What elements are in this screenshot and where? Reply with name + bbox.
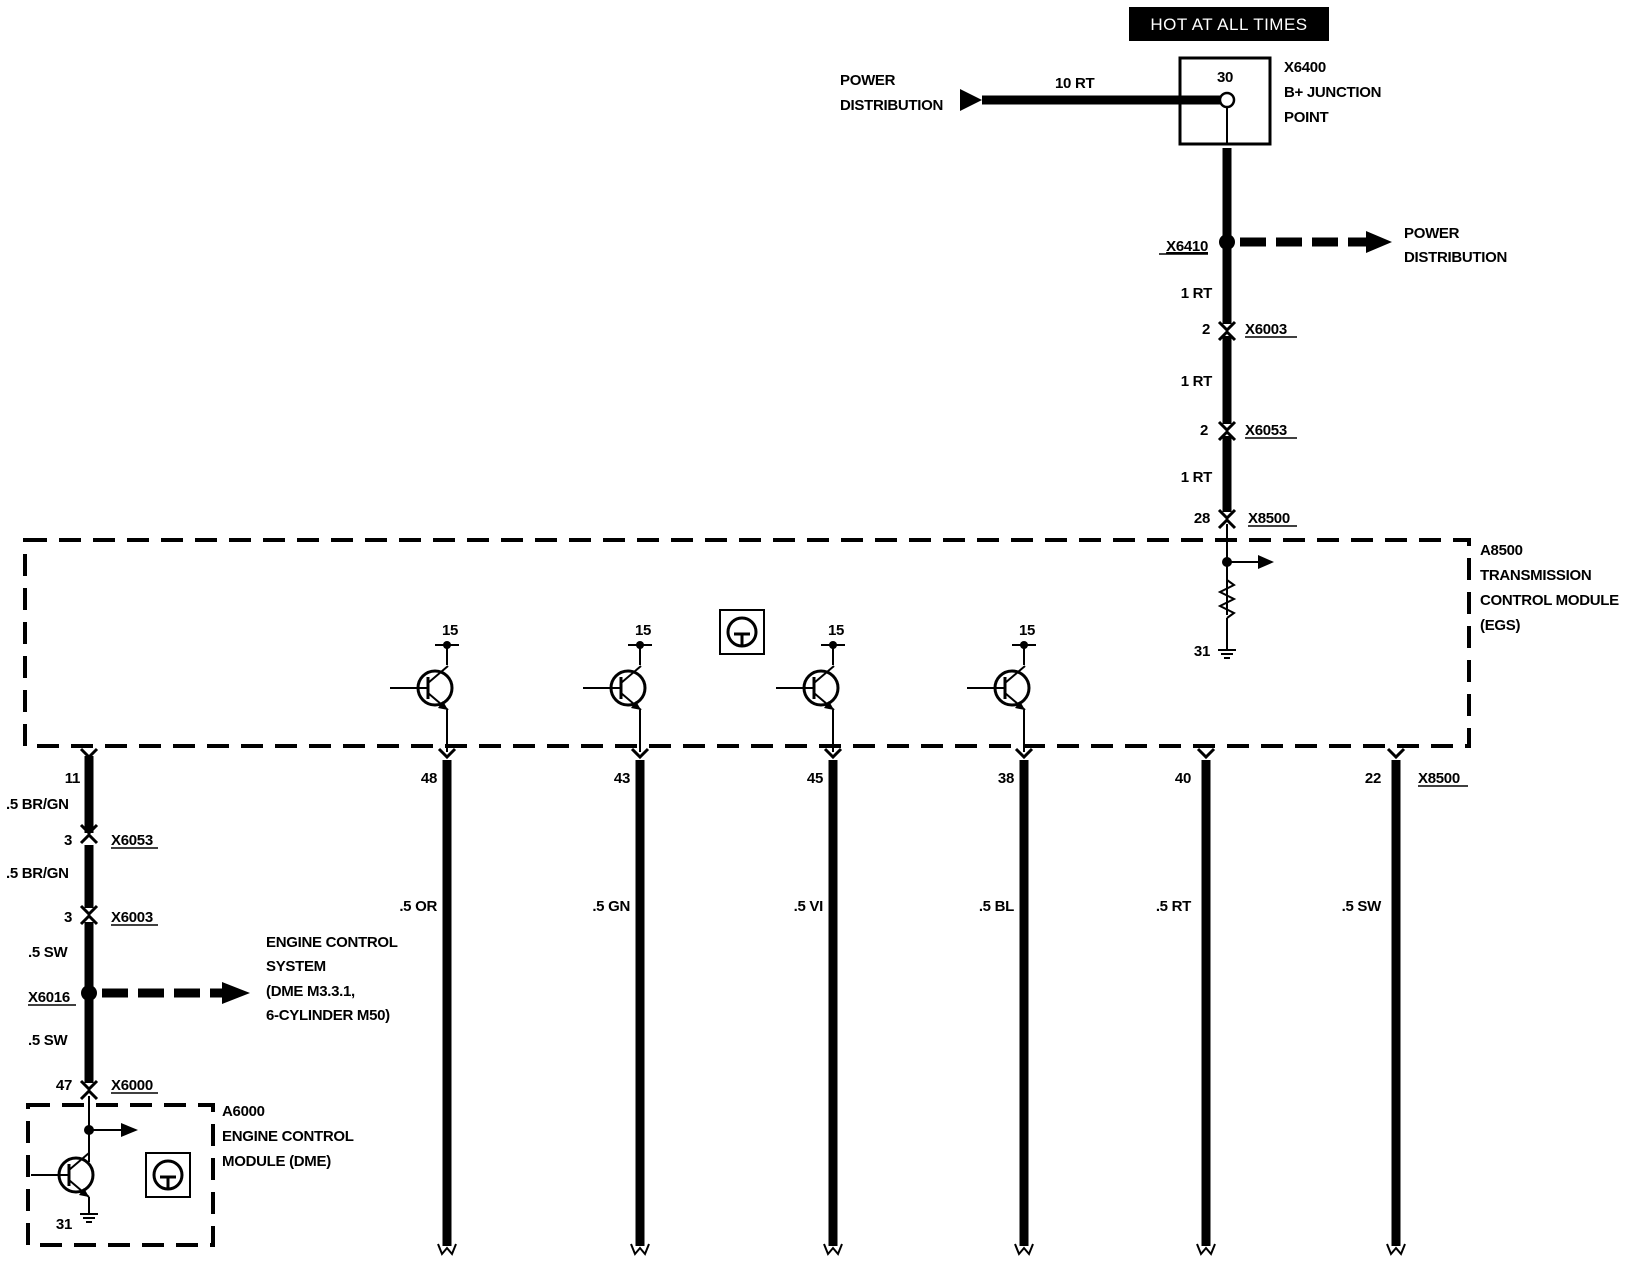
ecm-ground-pin: 31 — [56, 1216, 72, 1233]
tcm-transistor-icon — [965, 664, 1031, 712]
tcm-output-pin: 48 — [421, 770, 437, 787]
tcm-output-wire-label: .5 RT — [1156, 898, 1191, 915]
x6016-id: X6016 — [28, 989, 70, 1006]
wire-end-break — [630, 1243, 650, 1256]
ecm-module-box — [26, 1103, 215, 1247]
tcm-ground-icon — [1217, 649, 1237, 659]
left-x6003-pin: 3 — [64, 909, 72, 926]
left-x6053-pin: 3 — [64, 832, 72, 849]
x6400-terminal — [1218, 91, 1236, 109]
x6400-pin-30: 30 — [1217, 69, 1233, 86]
tcm-supply-15-label: 15 — [1019, 622, 1035, 639]
x8500-bottom-id: X8500 — [1418, 770, 1460, 787]
x6400-id: X6400 — [1284, 59, 1326, 76]
power-in-label-line2: DISTRIBUTION — [840, 97, 943, 114]
x8500-top-id: X8500 — [1248, 510, 1290, 527]
left-wire-sw-b: .5 SW — [28, 1032, 68, 1049]
wire-end-break — [1196, 1243, 1216, 1256]
tcm-output-pin: 38 — [998, 770, 1014, 787]
x6400-desc-line2: POINT — [1284, 109, 1328, 126]
tcm-ecu-icon — [718, 608, 766, 656]
ecm-input-arrow — [121, 1123, 138, 1137]
tcm-supply-15-label: 15 — [442, 622, 458, 639]
left-wire-brgn-b: .5 BR/GN — [6, 865, 69, 882]
tcm-input-arrow — [1258, 555, 1274, 569]
power-in-arrow — [960, 89, 982, 111]
wire-end-break — [823, 1243, 843, 1256]
tcm-output-connector — [437, 747, 457, 760]
tcm-resistor — [1217, 579, 1237, 619]
x6003-top-id: X6003 — [1245, 321, 1287, 338]
tcm-supply-15-label: 15 — [828, 622, 844, 639]
ecm-ecu-icon — [144, 1151, 192, 1199]
ecs-line4: 6-CYLINDER M50) — [266, 1007, 390, 1024]
x6016-splice — [81, 985, 97, 1001]
tcm-output-wire-label: .5 SW — [1342, 898, 1382, 915]
x6000-pin: 47 — [56, 1077, 72, 1094]
ecm-desc-line1: ENGINE CONTROL — [222, 1128, 354, 1145]
power-out-arrow — [1366, 231, 1392, 253]
x6000-id: X6000 — [111, 1077, 153, 1094]
wire-end-break — [1386, 1243, 1406, 1256]
x6410-splice — [1219, 234, 1235, 250]
tcm-output-wire-label: .5 GN — [592, 898, 630, 915]
tcm-id: A8500 — [1480, 542, 1523, 559]
x6400-desc-line1: B+ JUNCTION — [1284, 84, 1381, 101]
tcm-output-wire-label: .5 VI — [794, 898, 823, 915]
hot-at-all-times-label: HOT AT ALL TIMES — [1150, 15, 1307, 34]
wire-1rt-b-label: 1 RT — [1181, 373, 1212, 390]
tcm-output-connector — [630, 747, 650, 760]
tcm-output-pin: 45 — [807, 770, 823, 787]
tcm-output-pin: 43 — [614, 770, 630, 787]
wire-1rt-a-label: 1 RT — [1181, 285, 1212, 302]
ecs-line2: SYSTEM — [266, 958, 326, 975]
x6053-top-id: X6053 — [1245, 422, 1287, 439]
tcm-output-connector — [1014, 747, 1034, 760]
ecm-transistor-icon — [29, 1151, 95, 1199]
power-out-label-line2: DISTRIBUTION — [1404, 249, 1507, 266]
ecm-ground-icon — [79, 1213, 99, 1223]
tcm-supply-15-label: 15 — [635, 622, 651, 639]
x8500-top-pin: 28 — [1194, 510, 1210, 527]
tcm-desc-line2: CONTROL MODULE — [1480, 592, 1619, 609]
tcm-module-box — [23, 538, 1471, 748]
power-in-label-line1: POWER — [840, 72, 896, 89]
hot-at-all-times-banner — [1129, 7, 1329, 41]
left-wire-brgn-a: .5 BR/GN — [6, 796, 69, 813]
tcm-transistor-icon — [581, 664, 647, 712]
tcm-transistor-icon — [388, 664, 454, 712]
tcm-output-connector — [1386, 747, 1406, 760]
tcm-output-pin: 22 — [1365, 770, 1381, 787]
ecm-id: A6000 — [222, 1103, 265, 1120]
tcm-output-wire-label: .5 BL — [979, 898, 1014, 915]
ecs-line3: (DME M3.3.1, — [266, 983, 355, 1000]
tcm-output-connector — [1196, 747, 1216, 760]
wire-10rt-label: 10 RT — [1055, 75, 1094, 92]
tcm-transistor-icon — [774, 664, 840, 712]
x6053-top-pin: 2 — [1200, 422, 1208, 439]
tcm-output-connector — [823, 747, 843, 760]
tcm-output-wire-label: .5 OR — [399, 898, 437, 915]
tcm-desc-line3: (EGS) — [1480, 617, 1520, 634]
x6003-top-pin: 2 — [1202, 321, 1210, 338]
left-wire-sw-a: .5 SW — [28, 944, 68, 961]
left-x6053-id: X6053 — [111, 832, 153, 849]
tcm-ground-pin: 31 — [1194, 643, 1210, 660]
wire-end-break — [1014, 1243, 1034, 1256]
left-pin11: 11 — [65, 770, 80, 787]
tcm-desc-line1: TRANSMISSION — [1480, 567, 1591, 584]
ecs-arrow — [222, 982, 250, 1004]
ecm-desc-line2: MODULE (DME) — [222, 1153, 331, 1170]
ecs-line1: ENGINE CONTROL — [266, 934, 398, 951]
wire-end-break — [437, 1243, 457, 1256]
x6410-id: X6410 — [1166, 238, 1208, 255]
wire-1rt-c-label: 1 RT — [1181, 469, 1212, 486]
left-x6003-id: X6003 — [111, 909, 153, 926]
power-out-label-line1: POWER — [1404, 225, 1460, 242]
tcm-output-pin: 40 — [1175, 770, 1191, 787]
